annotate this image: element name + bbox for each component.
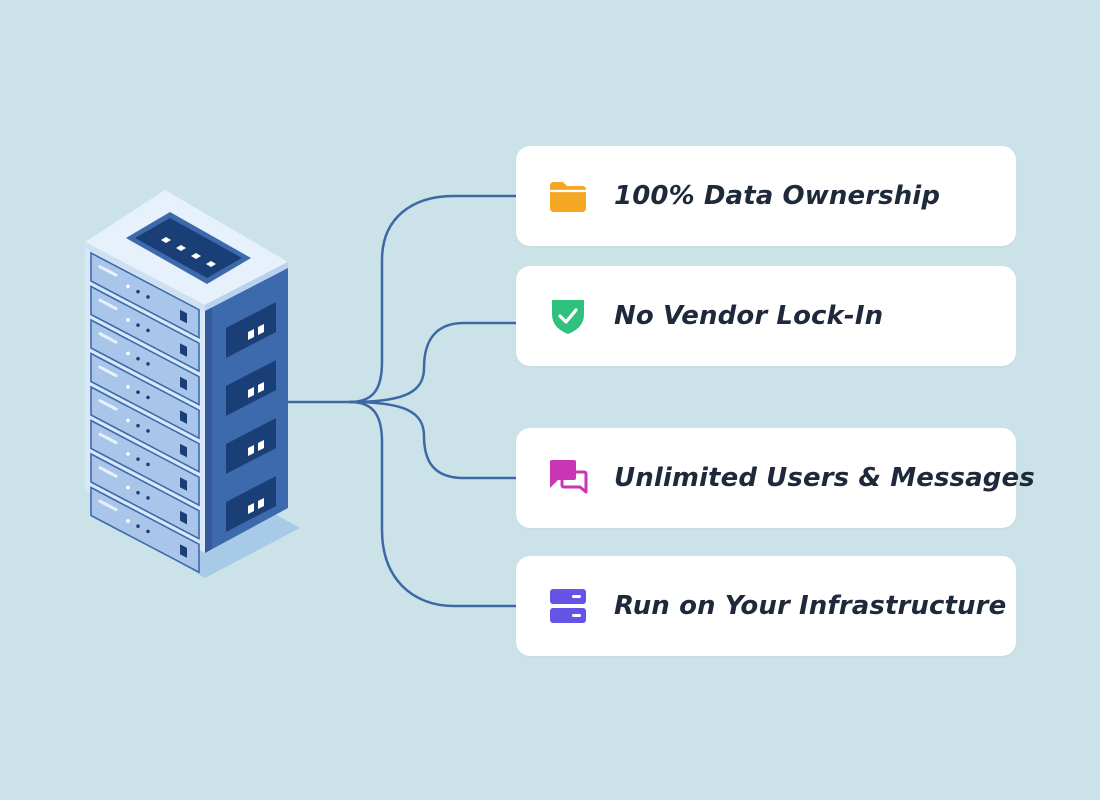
server-unit-slot [98,399,118,411]
server-unit-light [126,452,130,456]
server-unit-light [126,418,130,423]
server-side-light [258,324,264,335]
feature-card-no-vendor-lock-in: No Vendor Lock-In [516,266,1016,366]
server-side-light [248,387,254,398]
server-top-panel [135,218,242,278]
server-unit-light [136,289,140,294]
server-unit-light [136,524,140,528]
server-unit-light [136,390,140,394]
server-top-light-3 [191,253,201,259]
server-top-light-2 [176,245,186,251]
server-unit-port [180,309,187,324]
server-unit-light [136,457,140,461]
server-top-light-4 [206,261,216,267]
server-side-light [248,503,254,514]
server-unit [90,251,200,340]
server-unit [90,419,200,507]
server-unit-light [126,485,130,490]
server-unit-light [136,423,140,428]
shield-check-icon [548,296,588,336]
server-unit-light [146,295,150,299]
server-unit-light [126,351,130,356]
server-unit [90,285,200,373]
feature-label: No Vendor Lock-In [614,301,884,331]
server-side-vents [226,302,276,532]
server-unit-slot [98,332,118,344]
server-unit-slot [98,265,118,277]
server-unit-light [146,529,150,534]
connector-to-card-3 [348,400,518,480]
server-unit [90,486,200,574]
server-unit-light [136,323,140,327]
server-unit-light [146,395,150,400]
server-unit-port [180,544,187,558]
chat-bubbles-icon [548,458,588,498]
server-side-light [258,382,264,393]
server-unit-light [146,362,150,366]
feature-label: Run on Your Infrastructure [614,591,1007,621]
server-side-edge [205,301,212,553]
server-unit-slot [98,432,118,445]
server-unit-port [180,510,187,525]
server-unit-slot [98,298,118,311]
server-unit-light [146,462,150,467]
server-side-light [258,440,264,451]
server-unit-slot [98,499,118,512]
server-side-vent [226,302,276,358]
server-unit-light [126,318,130,322]
server-unit [90,385,200,474]
server-unit [90,318,200,407]
feature-label: Unlimited Users & Messages [614,463,1035,493]
server-unit-light [146,496,150,500]
server-unit-slot [98,466,118,478]
server-side-light [248,445,254,456]
server-unit-light [126,385,130,389]
connector-to-card-1 [348,194,518,404]
feature-card-run-on-infrastructure: Run on Your Infrastructure [516,556,1016,656]
feature-label: 100% Data Ownership [614,181,941,211]
server-side-light [248,329,254,340]
server-side-vent [226,476,276,532]
feature-card-data-ownership: 100% Data Ownership [516,146,1016,246]
server-unit-port [180,477,187,491]
server-side-vent [226,360,276,416]
feature-card-unlimited-users: Unlimited Users & Messages [516,428,1035,528]
server-side-vent [226,418,276,474]
server-top-rim-right [205,262,288,311]
server-unit-slot [98,365,118,378]
server-unit-port [180,443,187,458]
server-unit [90,452,200,541]
server-unit-light [146,429,150,433]
server-side-light [258,498,264,509]
server-units [90,251,200,574]
connector-to-card-4 [348,400,518,608]
server-unit-port [180,343,187,357]
folder-icon [548,176,588,216]
server-unit-port [180,376,187,391]
connector-to-card-2 [348,321,518,404]
server-unit-port [180,410,187,424]
server-unit-light [136,356,140,361]
server-top-rim [85,242,205,311]
server-unit-light [136,490,140,495]
server-unit-light [126,519,130,523]
server-unit-light [146,328,150,333]
server-top-light-1 [161,237,171,243]
server-unit [90,352,200,440]
server-unit-light [126,284,130,289]
server-stack-icon [548,586,588,626]
